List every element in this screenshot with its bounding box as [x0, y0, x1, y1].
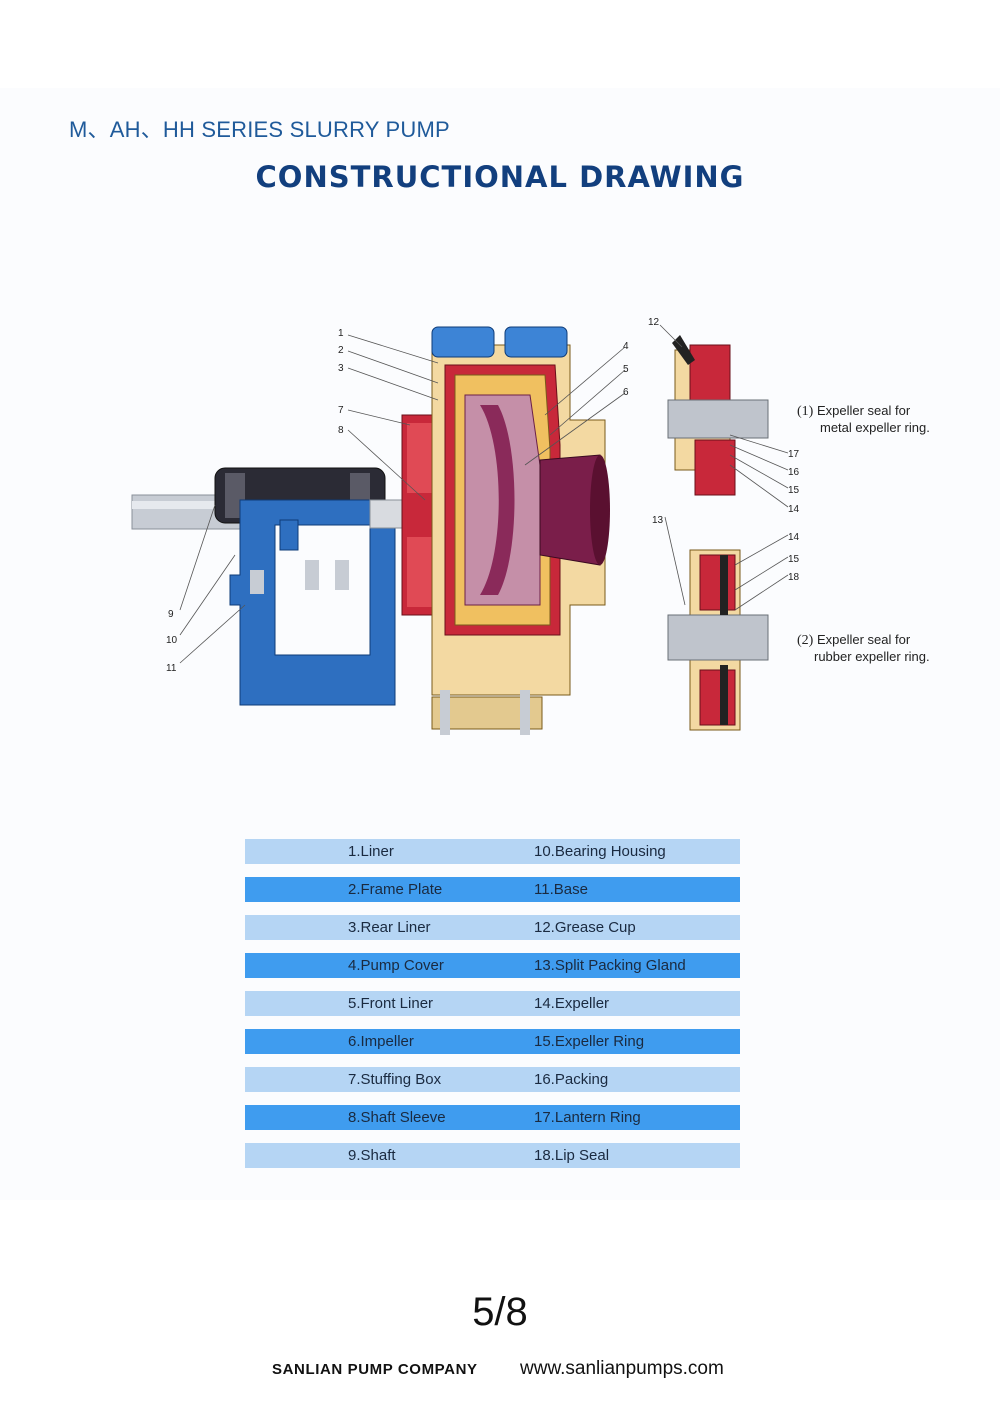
callout-metal-expeller: (1) Expeller seal for metal expeller rin…: [797, 403, 930, 436]
callout-text: rubber expeller ring.: [814, 649, 930, 664]
part-number: 16: [788, 467, 800, 478]
part-number: 9: [168, 609, 174, 620]
part-number: 10: [166, 635, 178, 646]
legend-row: 3.Rear Liner 12.Grease Cup: [245, 915, 740, 940]
legend-part: 10.Bearing Housing: [534, 843, 666, 860]
legend-row: 2.Frame Plate 11.Base: [245, 877, 740, 902]
company-name: SANLIAN PUMP COMPANY: [272, 1361, 478, 1378]
callout-text: Expeller seal for: [816, 632, 911, 647]
part-number: 8: [338, 425, 344, 436]
part-number: 15: [788, 554, 800, 565]
callout-text: Expeller seal for: [816, 403, 911, 418]
legend-part: 1.Liner: [348, 843, 394, 860]
seal-detail-metal: [667, 335, 769, 496]
legend-part: 9.Shaft: [348, 1147, 396, 1164]
legend-row: 1.Liner 10.Bearing Housing: [245, 839, 740, 864]
legend-row: 7.Stuffing Box 16.Packing: [245, 1067, 740, 1092]
legend-part: 2.Frame Plate: [348, 881, 443, 898]
legend-part: 7.Stuffing Box: [348, 1071, 442, 1088]
callout-text: metal expeller ring.: [820, 420, 930, 435]
part-number: 11: [166, 663, 177, 674]
part-number: 17: [788, 449, 800, 460]
legend-part: 4.Pump Cover: [348, 957, 444, 974]
legend-row: 9.Shaft 18.Lip Seal: [245, 1143, 740, 1168]
part-number: 14: [788, 532, 800, 543]
legend-part: 18.Lip Seal: [534, 1147, 610, 1164]
part-number: 7: [338, 405, 344, 416]
part-number: 3: [338, 363, 344, 374]
part-number: 18: [788, 572, 800, 583]
part-number: 14: [788, 504, 800, 515]
parts-legend-table: 1.Liner 10.Bearing Housing 2.Frame Plate 1…: [245, 839, 740, 1181]
legend-part: 12.Grease Cup: [534, 919, 636, 936]
constructional-drawing: 1 2 3 4 5 6 7 8 9 10 11 12 13 14 15 16 1…: [120, 305, 980, 750]
pump-cutaway-illustration: 1 2 3 4 5 6 7 8 9 10 11 12 13 14 15 16 1…: [131, 317, 800, 735]
callout-rubber-expeller: (2) Expeller seal for rubber expeller ri…: [797, 632, 930, 665]
legend-part: 11.Base: [534, 881, 588, 898]
website-link[interactable]: www.sanlianpumps.com: [520, 1358, 724, 1379]
part-number: 4: [623, 341, 629, 352]
legend-row: 8.Shaft Sleeve 17.Lantern Ring: [245, 1105, 740, 1130]
legend-part: 14.Expeller: [534, 995, 610, 1012]
part-number: 12: [648, 317, 660, 328]
legend-part: 15.Expeller Ring: [534, 1033, 645, 1050]
legend-row: 6.Impeller 15.Expeller Ring: [245, 1029, 740, 1054]
page-number: 5/8: [472, 1290, 528, 1334]
part-number: 15: [788, 485, 800, 496]
part-number: 1: [338, 328, 344, 339]
part-number: 5: [623, 364, 629, 375]
part-number: 13: [652, 515, 664, 526]
callout-number: (1): [797, 404, 814, 419]
part-number: 6: [623, 387, 629, 398]
legend-part: 17.Lantern Ring: [534, 1109, 641, 1126]
legend-part: 8.Shaft Sleeve: [348, 1109, 446, 1126]
callout-number: (2): [797, 633, 814, 648]
legend-part: 3.Rear Liner: [348, 919, 431, 936]
legend-part: 13.Split Packing Gland: [534, 957, 686, 974]
legend-part: 6.Impeller: [348, 1033, 414, 1050]
legend-row: 4.Pump Cover 13.Split Packing Gland: [245, 953, 740, 978]
series-title: M、AH、HH SERIES SLURRY PUMP: [69, 117, 450, 142]
part-number: 2: [338, 345, 344, 356]
legend-part: 5.Front Liner: [348, 995, 434, 1012]
legend-part: 16.Packing: [534, 1071, 609, 1088]
page-title: CONSTRUCTIONAL DRAWING: [255, 160, 745, 194]
legend-row: 5.Front Liner 14.Expeller: [245, 991, 740, 1016]
seal-detail-rubber: [667, 549, 769, 731]
